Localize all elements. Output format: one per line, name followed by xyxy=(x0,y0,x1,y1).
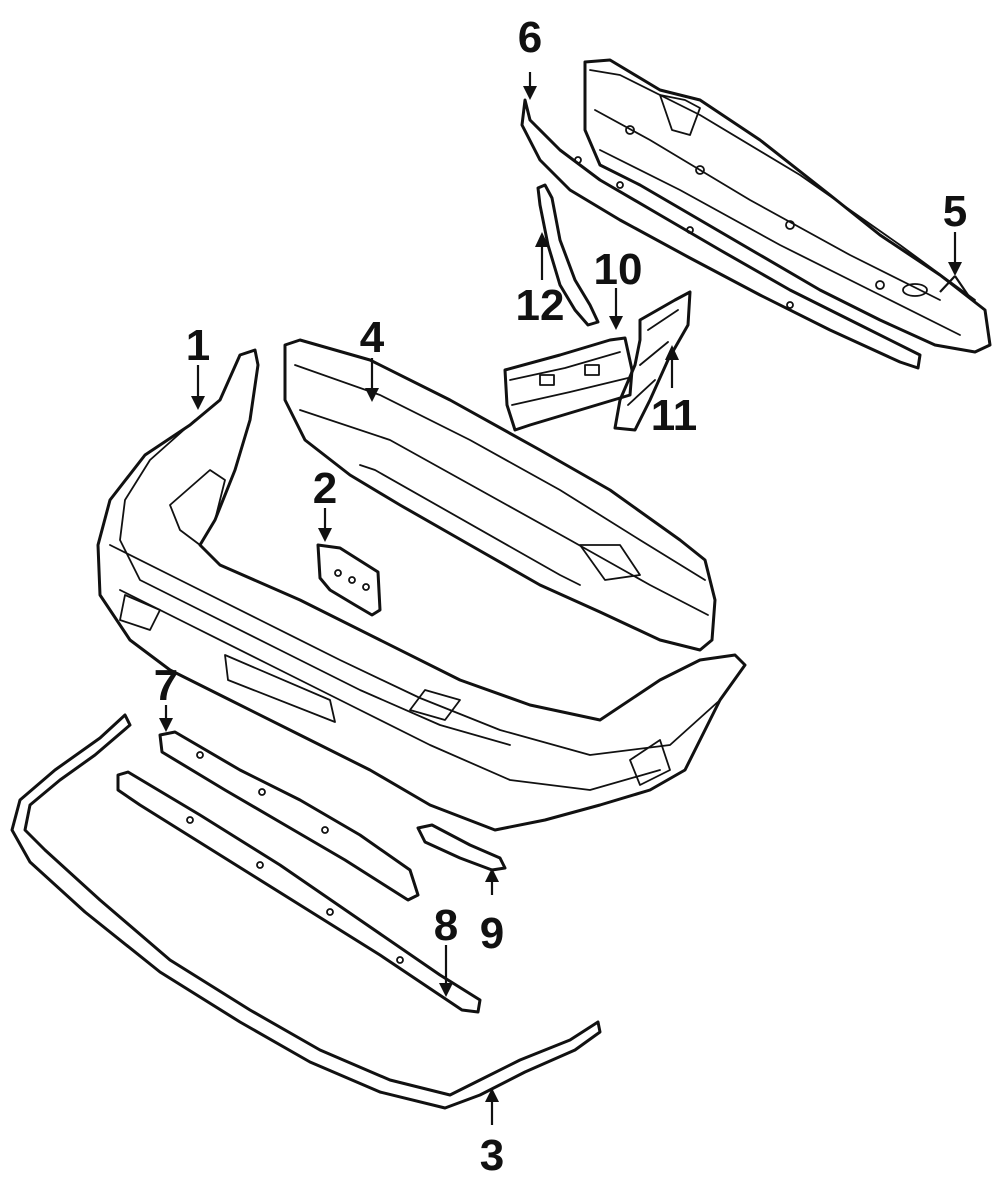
callout-12: 12 xyxy=(516,281,565,330)
part-9-small-bracket[interactable] xyxy=(416,823,507,872)
callouts: 1 2 3 4 5 6 7 8 9 10 11 12 xyxy=(154,13,967,1180)
callout-3: 3 xyxy=(480,1131,504,1180)
callout-8: 8 xyxy=(434,901,458,950)
callout-5: 5 xyxy=(943,187,967,236)
callout-10: 10 xyxy=(594,245,643,294)
leader-lines xyxy=(159,72,971,1125)
callout-2: 2 xyxy=(313,464,337,513)
part-2-bracket-plate[interactable] xyxy=(316,543,382,617)
part-8-support-strip[interactable] xyxy=(116,770,482,1014)
part-6-reinforcement-strip[interactable] xyxy=(520,98,922,370)
part-10-stay-bracket[interactable] xyxy=(503,336,634,432)
part-11-side-bracket[interactable] xyxy=(613,290,692,432)
callout-11: 11 xyxy=(651,391,698,440)
callout-7: 7 xyxy=(154,661,178,710)
part-7-lower-bracket[interactable] xyxy=(158,730,420,902)
part-12-bracket-rod[interactable] xyxy=(536,183,600,327)
callout-9: 9 xyxy=(480,909,504,958)
part-5-reinforcement-bar[interactable] xyxy=(583,58,992,354)
callout-1: 1 xyxy=(186,321,210,370)
callout-4: 4 xyxy=(360,313,385,362)
part-4-energy-absorber[interactable] xyxy=(283,338,717,652)
part-1-bumper-cover[interactable] xyxy=(96,348,747,832)
callout-6: 6 xyxy=(518,13,542,62)
part-3-lower-molding[interactable] xyxy=(10,713,602,1110)
